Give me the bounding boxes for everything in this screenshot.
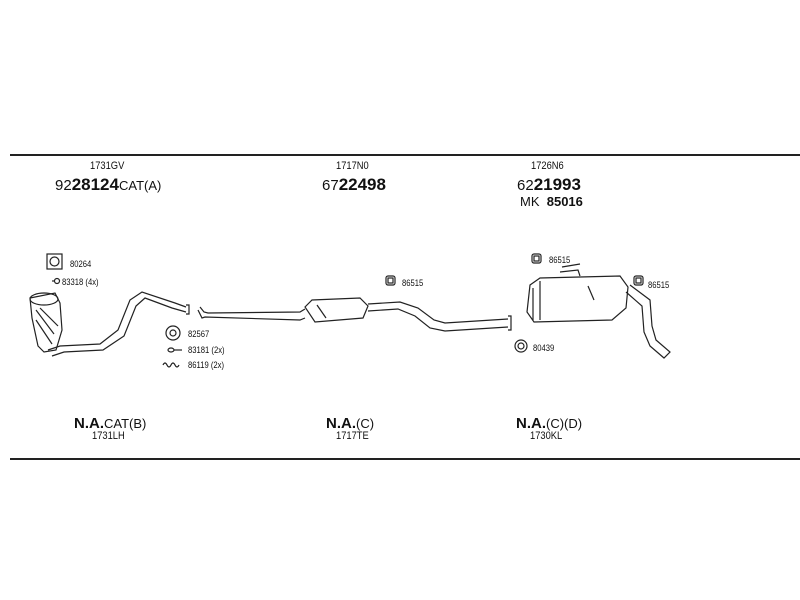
col2-top-code: 1717N0: [336, 160, 369, 172]
col3-bottom-code: 1730KL: [530, 430, 563, 442]
gasket-icon: [46, 253, 63, 270]
bolt2-label: 83181 (2x): [188, 345, 225, 355]
col3-number-bold: 21993: [533, 175, 581, 194]
col3-extra-number: MK 85016: [520, 195, 583, 208]
col2-na: N.A.(C): [326, 416, 374, 431]
clamp-icon: [514, 339, 528, 353]
ring-label: 82567: [188, 329, 210, 339]
col2-bottom-code: 1717TE: [336, 430, 369, 442]
col1-number-prefix: 92: [55, 177, 72, 194]
bottom-divider: [10, 458, 800, 460]
col3-part-number: 6221993: [517, 176, 581, 193]
hanger-mid-icon: [385, 275, 396, 286]
middle-pipe-silencer: [197, 297, 512, 332]
bolt2-icon: [167, 347, 182, 353]
front-pipe-catalytic-converter: [29, 291, 190, 357]
col2-number-bold: 22498: [338, 175, 386, 194]
col1-number-bold: 28124: [71, 175, 119, 194]
rear-silencer: [526, 263, 671, 359]
ring-icon: [165, 325, 181, 341]
col3-na: N.A.(C)(D): [516, 416, 582, 431]
col1-na-suffix: CAT(B): [104, 416, 147, 431]
hanger-rear-top-icon: [531, 253, 542, 264]
col1-bottom-code: 1731LH: [92, 430, 125, 442]
bolts-icon: [52, 277, 61, 285]
hanger-rear-right-label: 86515: [648, 280, 670, 290]
col3-na-label: N.A.: [516, 415, 546, 432]
col1-top-code: 1731GV: [90, 160, 125, 172]
col3-extra-value: 85016: [546, 194, 583, 209]
col2-na-suffix: (C): [356, 416, 375, 431]
col3-na-suffix: (C)(D): [546, 416, 583, 431]
col2-number-prefix: 67: [322, 177, 339, 194]
hanger-mid-label: 86515: [402, 278, 424, 288]
clamp-label: 80439: [533, 343, 555, 353]
hanger-rear-right-icon: [633, 275, 644, 286]
hanger-rear-top-label: 86515: [549, 255, 571, 265]
gasket-label: 80264: [70, 259, 92, 269]
col1-na-label: N.A.: [74, 415, 104, 432]
col1-na: N.A.CAT(B): [74, 416, 146, 431]
col3-top-code: 1726N6: [531, 160, 564, 172]
top-divider: [10, 154, 800, 156]
col1-number-suffix: CAT(A): [118, 178, 162, 193]
spring-label: 86119 (2x): [188, 360, 225, 370]
col3-number-prefix: 62: [517, 177, 534, 194]
col3-extra-prefix: MK: [520, 194, 540, 209]
col2-part-number: 6722498: [322, 176, 386, 193]
col1-part-number: 9228124CAT(A): [55, 176, 161, 193]
bolts-label: 83318 (4x): [62, 277, 99, 287]
spring-icon: [162, 362, 180, 368]
col2-na-label: N.A.: [326, 415, 356, 432]
